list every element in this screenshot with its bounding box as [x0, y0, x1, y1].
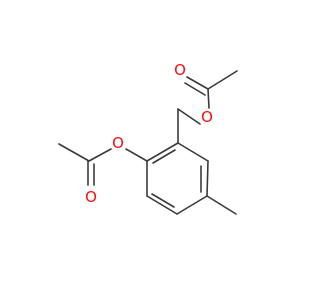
ring-inner-double-left: [152, 149, 176, 164]
o-acyl-bond-top: [207, 88, 210, 109]
ring-bond-c2-c3: [206, 160, 209, 197]
structure-canvas: O O O O: [58, 61, 238, 215]
ring-bond-c6-c1: [146, 142, 179, 162]
ring-bond-c4-c5: [146, 195, 178, 215]
bonds: [58, 70, 238, 215]
oxygen-carbonyl-left: O: [85, 188, 97, 206]
o-acyl-bond-left: [88, 148, 112, 162]
acyl-methyl-bond-top: [207, 70, 238, 90]
atom-labels: O O O O: [85, 61, 213, 206]
oxygen-ether-top: O: [201, 108, 213, 126]
molecule-drawing: O O O O: [58, 61, 238, 215]
methyl-bond: [206, 195, 237, 215]
acyl-methyl-bond-left: [58, 143, 90, 162]
ring-bond-c3-c4: [176, 195, 208, 215]
ring-o-bond-left: [125, 148, 148, 162]
ring-inner-double-bottom: [151, 193, 175, 208]
oxygen-carbonyl-top: O: [174, 61, 186, 79]
oxygen-ether-left: O: [112, 134, 124, 152]
carbonyl-bond-top-a: [186, 76, 209, 90]
ring-bond-c1-c2: [177, 142, 209, 162]
carbonyl-bond-top-b: [184, 82, 206, 96]
ch2-o-bond: [177, 108, 201, 125]
